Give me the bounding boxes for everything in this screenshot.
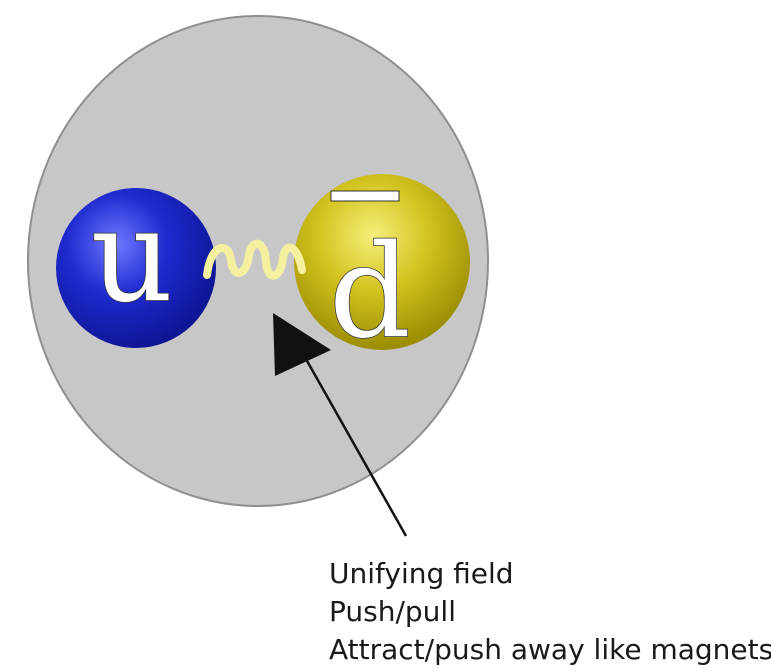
annotation-line-3: Attract/push away like magnets: [329, 631, 769, 669]
annotation-line-2: Push/pull: [329, 593, 769, 631]
up-quark-label: u: [91, 182, 173, 331]
anti-down-quark-label: d: [329, 218, 411, 367]
annotation-line-1: Unifying field: [329, 555, 769, 593]
antiparticle-bar: [331, 191, 399, 201]
annotation-text: Unifying field Push/pull Attract/push aw…: [329, 555, 769, 669]
